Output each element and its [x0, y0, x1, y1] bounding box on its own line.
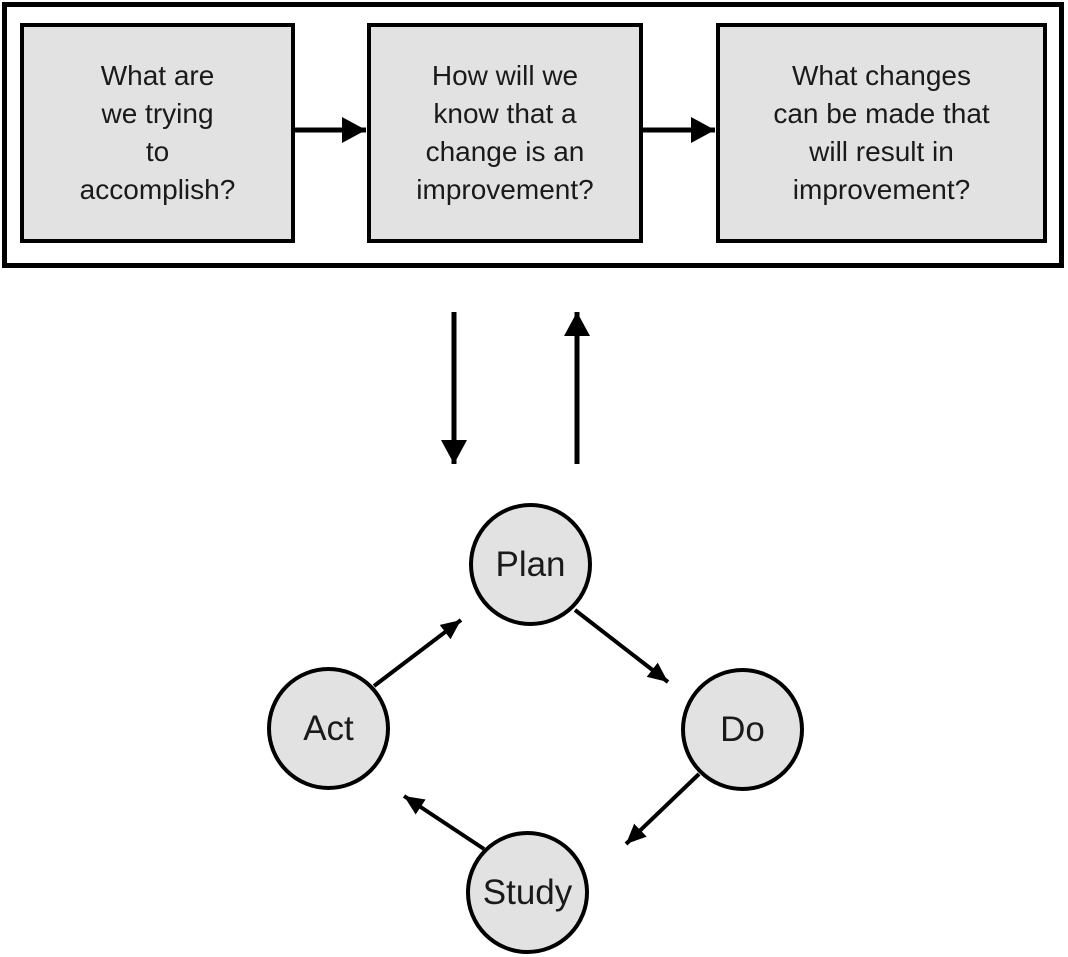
question-box-accomplish: What are we trying to accomplish?	[20, 23, 295, 243]
cycle-node-plan: Plan	[469, 503, 592, 626]
question-box-changes-text: What changes can be made that will resul…	[773, 60, 990, 205]
cycle-node-act: Act	[267, 667, 390, 790]
arrow-act-to-plan	[372, 618, 463, 688]
question-box-accomplish-text: What are we trying to accomplish?	[79, 60, 236, 205]
cycle-node-study-label: Study	[482, 872, 573, 912]
arrow-do-to-study	[624, 772, 701, 846]
arrow-plan-to-do	[573, 608, 670, 684]
question-box-changes: What changes can be made that will resul…	[716, 23, 1047, 243]
cycle-node-study: Study	[466, 831, 589, 954]
arrow-study-to-act	[402, 794, 486, 851]
cycle-node-do: Do	[681, 668, 804, 791]
question-box-measure: How will we know that a change is an imp…	[367, 23, 643, 243]
questions-panel	[2, 2, 1064, 268]
cycle-node-plan-label: Plan	[495, 544, 566, 584]
question-box-measure-text: How will we know that a change is an imp…	[416, 60, 594, 205]
cycle-node-act-label: Act	[303, 708, 354, 748]
cycle-node-do-label: Do	[720, 709, 765, 749]
